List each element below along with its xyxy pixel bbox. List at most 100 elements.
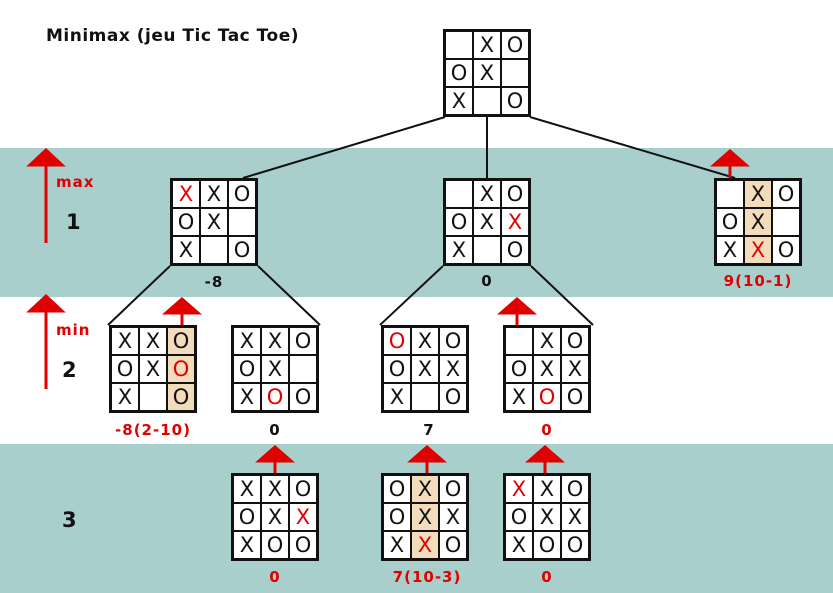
score-level3-b: 7(10-3) xyxy=(392,568,462,586)
board-cell: O xyxy=(772,180,800,208)
board-cell xyxy=(200,236,228,264)
level-3-number: 3 xyxy=(62,508,77,532)
board-cell: X xyxy=(411,355,439,383)
board-cell: O xyxy=(561,531,589,559)
board-cell: X xyxy=(383,383,411,411)
board-cell: X xyxy=(439,503,467,531)
board-cell: X xyxy=(139,355,167,383)
board-cell: O xyxy=(505,355,533,383)
board-cell: X xyxy=(261,503,289,531)
board-cell: O xyxy=(772,236,800,264)
board-cell: O xyxy=(383,355,411,383)
board-cell: X xyxy=(411,327,439,355)
diagram-title: Minimax (jeu Tic Tac Toe) xyxy=(46,26,299,46)
board-cell: X xyxy=(233,383,261,411)
board-cell: O xyxy=(439,383,467,411)
board-cell: O xyxy=(228,180,256,208)
board-cell: O xyxy=(167,327,195,355)
board-cell: X xyxy=(561,503,589,531)
board-cell: O xyxy=(289,475,317,503)
board-cell: X xyxy=(111,327,139,355)
level-1-number: 1 xyxy=(66,210,81,234)
board-cell: O xyxy=(289,327,317,355)
max-label: max xyxy=(56,173,95,191)
board-cell: X xyxy=(411,503,439,531)
level-2-number: 2 xyxy=(62,358,77,382)
board-cell: X xyxy=(445,236,473,264)
board-cell: X xyxy=(172,180,200,208)
board-cell: O xyxy=(445,59,473,87)
board-cell: X xyxy=(473,208,501,236)
board-cell: X xyxy=(233,531,261,559)
board-cell: O xyxy=(289,531,317,559)
board-cell: X xyxy=(505,475,533,503)
score-level2-b: 0 xyxy=(269,421,281,439)
board-cell xyxy=(772,208,800,236)
score-level2-c: 7 xyxy=(423,421,435,439)
board-cell: X xyxy=(261,355,289,383)
board-cell: X xyxy=(533,475,561,503)
board-cell: X xyxy=(533,355,561,383)
score-level2-a: -8(2-10) xyxy=(115,421,191,439)
board-cell xyxy=(445,180,473,208)
board-cell: O xyxy=(167,355,195,383)
score-level1-left: -8 xyxy=(204,273,224,291)
board-cell: O xyxy=(111,355,139,383)
board-cell: O xyxy=(383,327,411,355)
board-cell: X xyxy=(139,327,167,355)
board-cell: X xyxy=(200,180,228,208)
board-cell xyxy=(411,383,439,411)
board-cell xyxy=(501,59,529,87)
board-cell: O xyxy=(716,208,744,236)
board-cell: X xyxy=(716,236,744,264)
board-cell: O xyxy=(439,531,467,559)
board-cell: X xyxy=(744,236,772,264)
board-cell: X xyxy=(111,383,139,411)
board-cell: X xyxy=(533,503,561,531)
board-cell: O xyxy=(501,87,529,115)
board-cell xyxy=(505,327,533,355)
level-1-band xyxy=(0,148,833,297)
board-cell xyxy=(289,355,317,383)
board-cell: O xyxy=(172,208,200,236)
board-cell: X xyxy=(473,59,501,87)
board-cell xyxy=(445,31,473,59)
board-cell: O xyxy=(501,236,529,264)
board-cell: O xyxy=(233,503,261,531)
board-cell: O xyxy=(533,531,561,559)
score-level3-a: 0 xyxy=(269,568,281,586)
board-cell: O xyxy=(533,383,561,411)
score-level1-right: 9(10-1) xyxy=(723,272,793,290)
min-label: min xyxy=(56,321,91,339)
board-cell: X xyxy=(505,531,533,559)
board-cell: X xyxy=(505,383,533,411)
board-cell: O xyxy=(439,475,467,503)
board-cell: O xyxy=(167,383,195,411)
board-cell: X xyxy=(261,327,289,355)
board-cell xyxy=(716,180,744,208)
board-cell: O xyxy=(261,531,289,559)
board-cell: O xyxy=(445,208,473,236)
selection-arrows xyxy=(26,147,750,473)
score-level1-middle: 0 xyxy=(481,272,493,290)
board-cell: O xyxy=(383,475,411,503)
score-level3-c: 0 xyxy=(541,568,553,586)
board-cell xyxy=(473,87,501,115)
board-cell xyxy=(139,383,167,411)
board-cell xyxy=(228,208,256,236)
board-cell: X xyxy=(439,355,467,383)
board-cell: X xyxy=(744,208,772,236)
score-level2-d: 0 xyxy=(541,421,553,439)
board-cell: X xyxy=(289,503,317,531)
board-cell: O xyxy=(289,383,317,411)
